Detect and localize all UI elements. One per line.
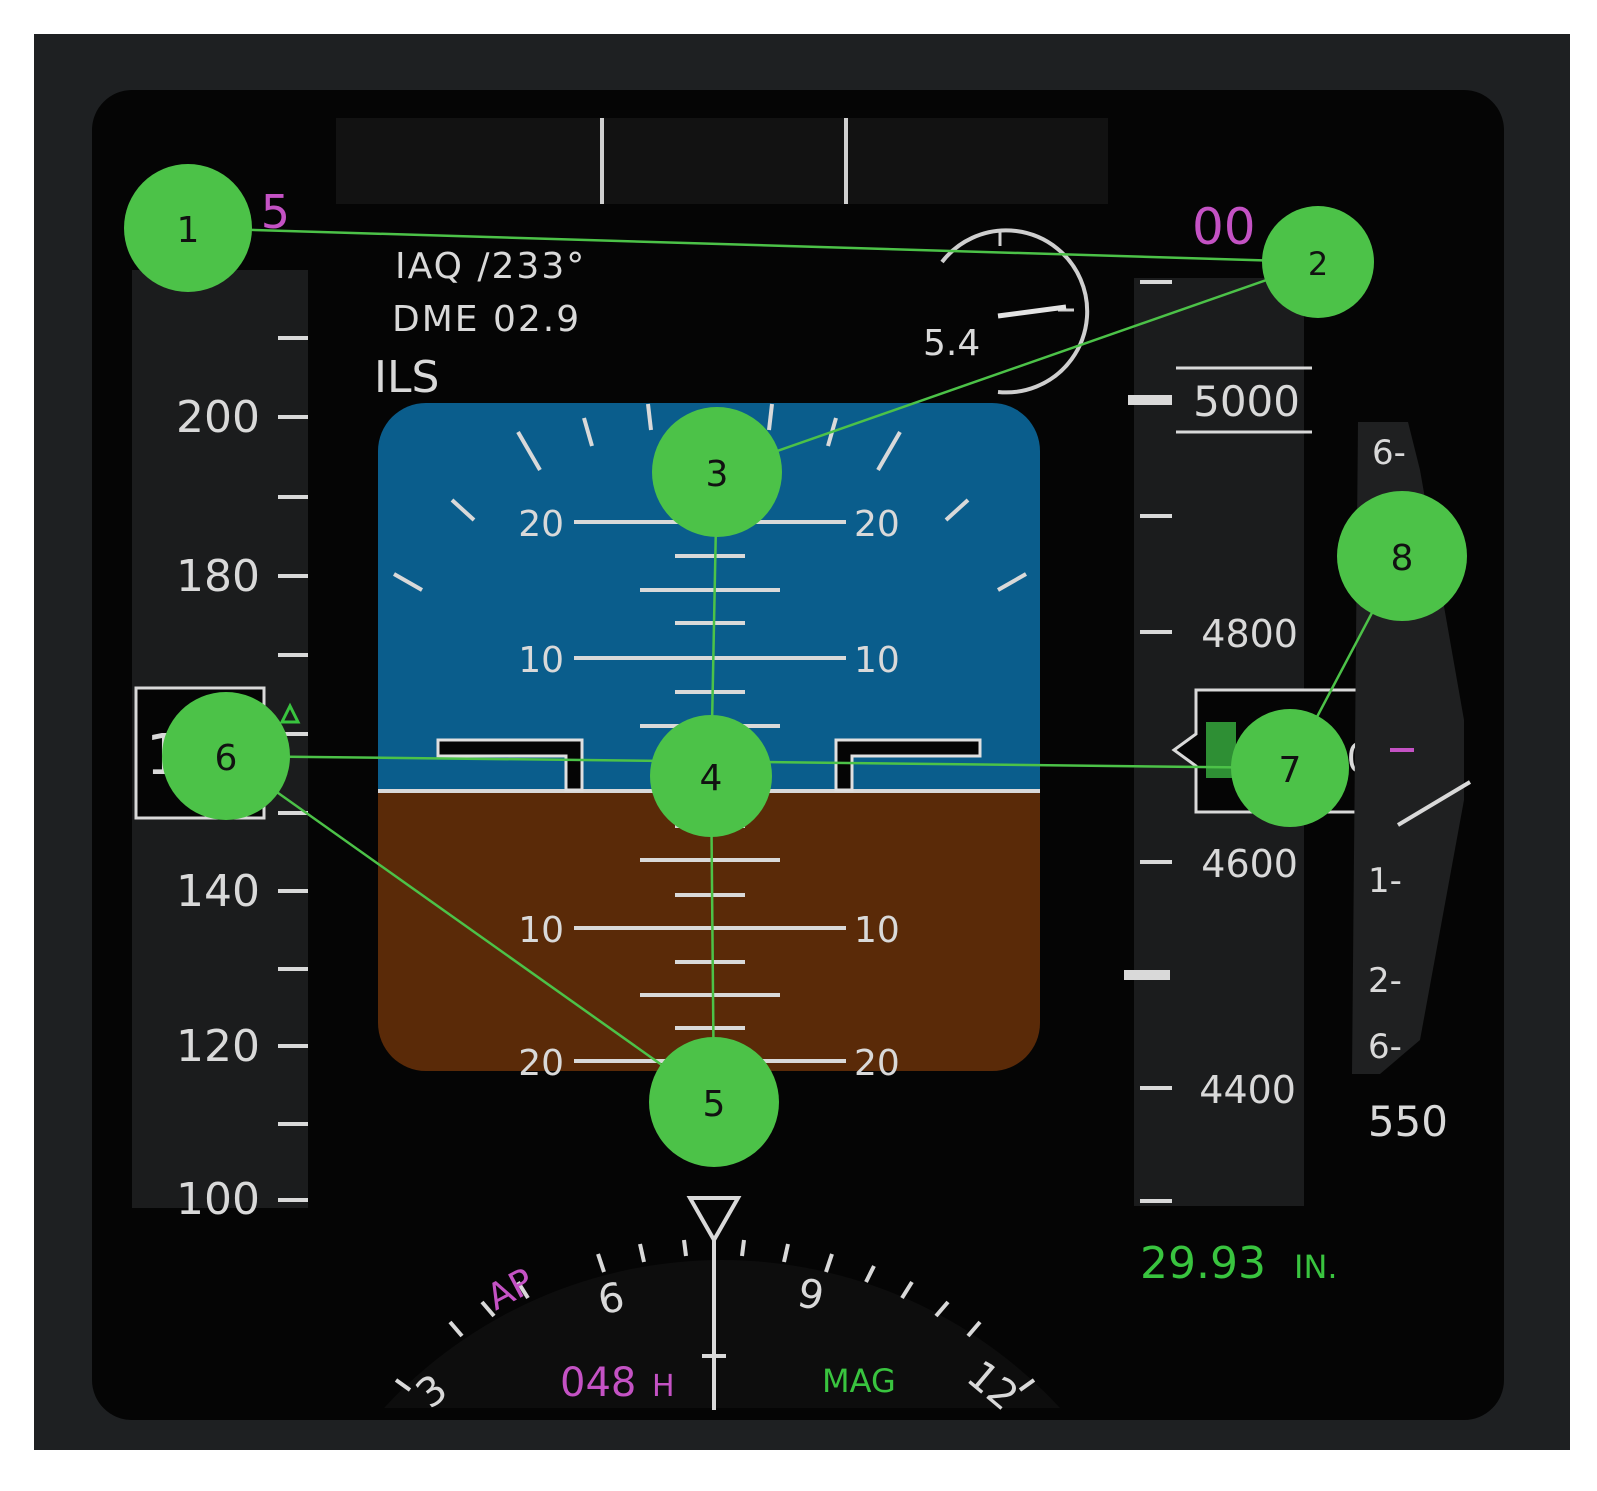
altitude-label-4800: 4800: [1201, 612, 1298, 656]
altitude-tape-ticks: [1140, 280, 1172, 1203]
marker-2: [1262, 206, 1374, 318]
fma-panel: [336, 118, 1108, 204]
vsi-label-1: 1-: [1368, 861, 1402, 901]
marker-5-label: 5: [703, 1084, 726, 1125]
vsi-label-6: 6-: [1368, 1027, 1402, 1067]
marker-6: [162, 692, 290, 820]
altitude-hatch: [1206, 722, 1236, 778]
speed-label-100: 100: [176, 1174, 260, 1225]
pitch-label-down-20-left: 20: [518, 1043, 564, 1084]
marker-6-label: 6: [215, 738, 238, 779]
baro-unit: IN.: [1294, 1248, 1338, 1286]
marker-3: [652, 407, 782, 537]
pitch-label-down-20-right: 20: [854, 1043, 900, 1084]
marker-8: [1337, 491, 1467, 621]
heading-arc: [384, 1236, 1060, 1410]
marker-2-label: 2: [1308, 245, 1328, 283]
speed-label-140: 140: [176, 866, 260, 917]
marker-7: [1231, 709, 1349, 827]
pitch-label-up-10-left: 10: [518, 640, 564, 681]
selected-heading-suffix: H: [652, 1369, 675, 1404]
pitch-label-up-20-right: 20: [854, 504, 900, 545]
marker-7-label: 7: [1279, 750, 1302, 791]
selected-heading: 048: [560, 1360, 636, 1406]
pitch-label-down-10-left: 10: [518, 910, 564, 951]
marker-3-label: 3: [706, 454, 729, 495]
marker-4: [650, 715, 772, 837]
altitude-label-4400: 4400: [1199, 1068, 1296, 1112]
marker-5: [649, 1037, 779, 1167]
vsi-label-2: 2-: [1368, 961, 1402, 1001]
marker-1-label: 1: [177, 210, 200, 251]
selected-altitude-label: 5000: [1193, 377, 1300, 426]
selected-altitude-fragment: 00: [1192, 198, 1256, 256]
pitch-label-up-10-right: 10: [854, 640, 900, 681]
baro-value: 29.93: [1140, 1238, 1266, 1289]
speed-label-120: 120: [176, 1021, 260, 1072]
dial-needle: [997, 304, 1067, 319]
bank-scale: [393, 403, 1027, 592]
dial-arc: [940, 228, 1090, 395]
dial-readout: 5.4: [923, 323, 980, 364]
ground: [378, 791, 1040, 1071]
altitude-label-4600: 4600: [1201, 842, 1298, 886]
aircraft-symbol-right-wing: [834, 738, 982, 792]
marker-8-label: 8: [1391, 538, 1414, 579]
heading-pointer-icon: [686, 1196, 742, 1245]
marker-1: [124, 164, 252, 292]
nav-mode: ILS: [374, 352, 439, 403]
pitch-label-down-10-right: 10: [854, 910, 900, 951]
pitch-label-up-20-left: 20: [518, 504, 564, 545]
marker-4-label: 4: [700, 758, 723, 799]
aircraft-symbol-left-wing: [436, 738, 584, 792]
speed-tape-ticks: [278, 336, 308, 1202]
vsi-label-top: 6-: [1372, 433, 1406, 473]
vsi-readout: 550: [1368, 1097, 1448, 1146]
nav-ident: IAQ /233°: [395, 246, 586, 287]
speed-label-200: 200: [176, 392, 260, 443]
nav-dme: DME 02.9: [392, 299, 581, 340]
speed-trend-icon: [279, 702, 301, 724]
speed-label-180: 180: [176, 551, 260, 602]
vsi-needle: [1396, 780, 1472, 827]
heading-reference: MAG: [822, 1362, 896, 1400]
